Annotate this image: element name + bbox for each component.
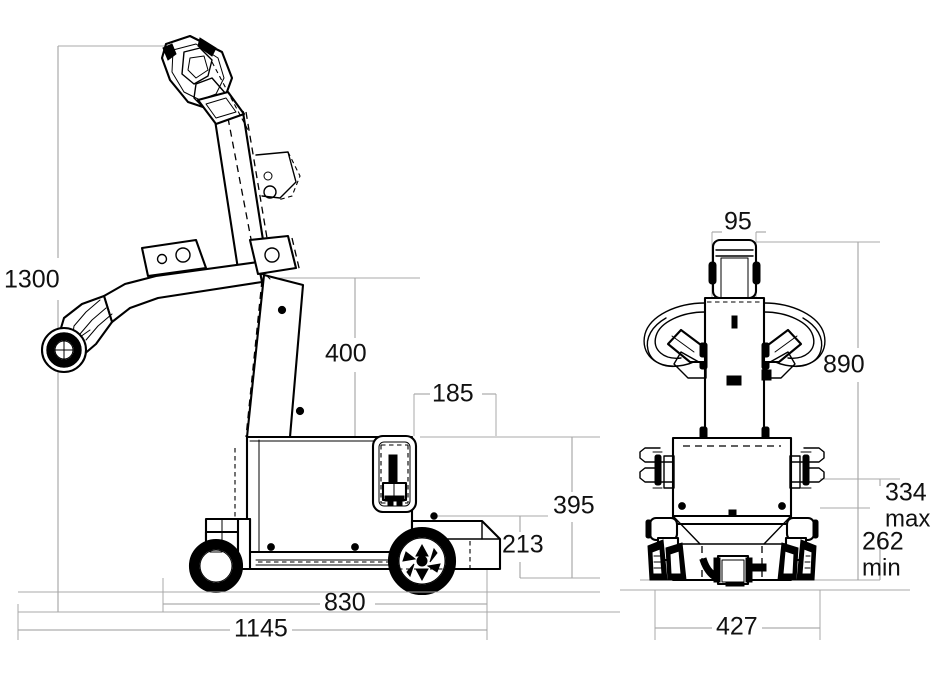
- front-view-geometry: [620, 238, 910, 591]
- tow-arm-caster-side: [40, 326, 88, 374]
- dimension-label-400: 400: [325, 340, 367, 368]
- dimension-label-262-qualifier: min: [862, 554, 901, 581]
- wheel-right-front: [777, 516, 819, 581]
- wheel-left-front: [645, 516, 687, 581]
- body-front: [671, 436, 793, 518]
- control-module-side: [371, 434, 418, 514]
- dimension-label-395: 395: [553, 492, 595, 520]
- tiller-column-front: [699, 296, 770, 441]
- drive-unit-front: [699, 554, 767, 587]
- dimension-label-890: 890: [823, 351, 865, 379]
- tiller-head-side: [160, 34, 249, 131]
- dimension-label-185: 185: [432, 380, 474, 408]
- dimension-label-334: 334: [885, 479, 927, 507]
- tiller-mid-bracket-side: [255, 151, 301, 201]
- dimension-label-95: 95: [724, 208, 752, 236]
- column-pivot-plate-side: [248, 234, 301, 276]
- dimension-label-1145: 1145: [234, 615, 288, 643]
- dimension-label-1300: 1300: [4, 266, 60, 294]
- dimension-label-334-qualifier: max: [885, 505, 930, 532]
- hitch-left-front: [639, 447, 675, 489]
- side-view-geometry: [18, 34, 600, 596]
- hitch-right-front: [789, 447, 825, 489]
- dimension-label-262: 262: [862, 528, 904, 556]
- arm-mount-bracket-side: [140, 238, 208, 278]
- tiller-head-front: [708, 238, 761, 300]
- dimension-network-side: [17, 45, 620, 640]
- handlebar-left-front: [643, 302, 708, 379]
- tiller-column-side: [245, 273, 305, 439]
- drive-wheel-side: [387, 526, 457, 596]
- handlebar-right-front: [761, 302, 826, 381]
- front-caster-side: [188, 517, 252, 594]
- dimension-label-830: 830: [324, 589, 366, 617]
- dimension-label-427: 427: [716, 613, 758, 641]
- dimension-label-213: 213: [502, 531, 544, 559]
